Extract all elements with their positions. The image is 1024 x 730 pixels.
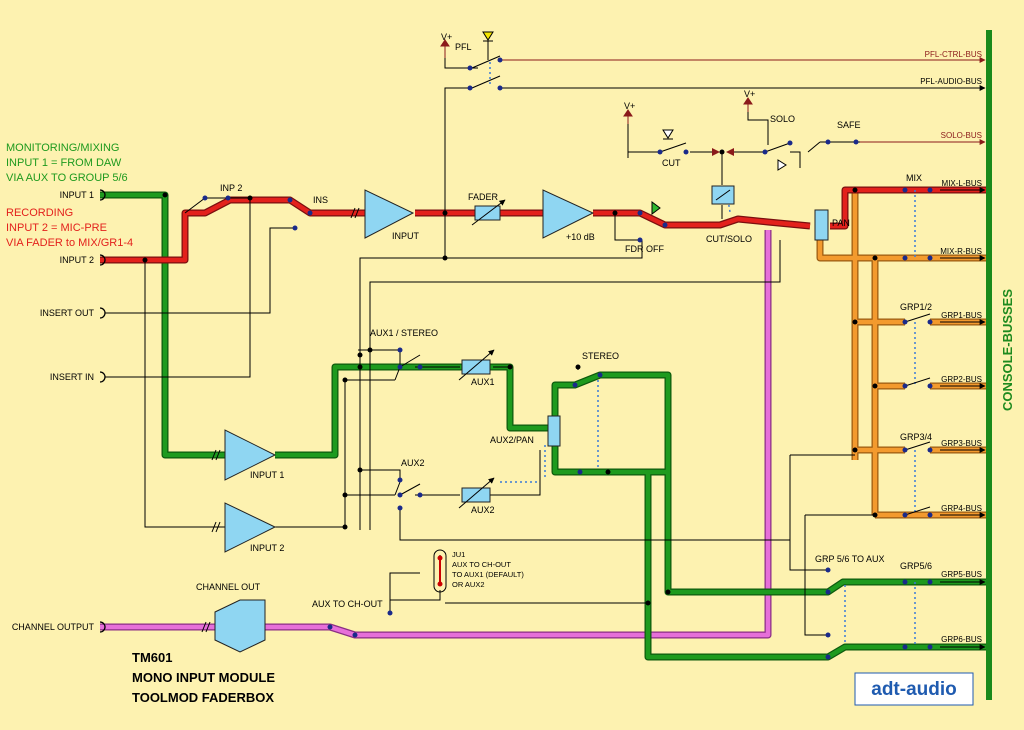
aux1-stereo-label: AUX1 / STEREO [370,328,438,338]
fader-pot [471,199,506,226]
channel-out-driver [214,599,266,653]
ju1-line4: OR AUX2 [452,580,485,589]
jack-channel-output-label: CHANNEL OUTPUT [12,622,95,632]
aux1-pot [458,349,495,381]
title-line3: TOOLMOD FADERBOX [132,690,274,705]
adt-audio-logo: adt-audio [854,672,974,706]
aux2-pan-pot [547,415,561,447]
gain-amplifier [542,189,595,239]
console-busses-label: CONSOLE-BUSSES [1000,289,1015,411]
jack-insert-out-label: INSERT OUT [40,308,95,318]
amp-input2-label: INPUT 2 [250,543,284,553]
cut-led-icon [662,129,674,140]
mix-label: MIX [906,173,922,183]
cut-solo-relay [711,185,735,205]
monitoring-note-line3: VIA AUX TO GROUP 5/6 [6,172,128,184]
recording-note-line2: INPUT 2 = MIC-PRE [6,222,107,234]
fader-label: FADER [468,192,499,202]
pfl-label: PFL [455,42,472,52]
thin-wiring [105,55,875,636]
input-amp-label: INPUT [392,231,420,241]
stereo-label: STEREO [582,351,619,361]
ju1-jumper [433,549,447,593]
bus-mix-l: MIX-L-BUS [942,179,982,188]
cut-solo-label: CUT/SOLO [706,234,752,244]
vplus-label-solo: V+ [744,89,755,99]
bus-grp3: GRP3-BUS [941,439,982,448]
amp-input1-label: INPUT 1 [250,470,284,480]
logo-text: adt-audio [871,679,957,700]
bus-grp4: GRP4-BUS [941,504,982,513]
jack-input2-label: INPUT 2 [60,255,94,265]
bus-grp1: GRP1-BUS [941,311,982,320]
bus-grp2: GRP2-BUS [941,375,982,384]
recording-note-line3: VIA FADER to MIX/GR1-4 [6,237,133,249]
pan-pot [814,209,829,241]
jack-connectors [99,189,106,633]
bus-grp6: GRP6-BUS [941,635,982,644]
vplus-label-cut: V+ [624,101,635,111]
title-line1: TM601 [132,650,172,665]
cut-label: CUT [662,158,681,168]
ju1-line2: AUX TO CH-OUT [452,560,511,569]
aux2-pot [458,477,495,509]
solo-led-icon [777,159,787,171]
pfl-led-icon [482,31,494,60]
grp56-to-aux-label: GRP 5/6 TO AUX [815,554,885,564]
jack-input1-label: INPUT 1 [60,190,94,200]
grp34-label: GRP3/4 [900,432,932,442]
green-led-icon [651,201,661,215]
input-amplifier [364,189,415,239]
bus-lines [500,57,986,650]
safe-label: SAFE [837,120,861,130]
aux2-pan-label: AUX2/PAN [490,435,534,445]
recording-note: RECORDING INPUT 2 = MIC-PRE VIA FADER to… [6,207,133,249]
aux-to-ch-out-label: AUX TO CH-OUT [312,599,383,609]
pan-label: PAN [832,218,850,228]
recording-note-line1: RECORDING [6,207,73,219]
console-bus-bar [986,30,992,700]
vplus-arrows [440,39,753,124]
aux1-label: AUX1 [471,377,495,387]
ins-label: INS [313,195,328,205]
monitoring-note-line1: MONITORING/MIXING [6,142,119,154]
contact-dots [202,57,933,660]
inp2-label: INP 2 [220,183,242,193]
bus-solo: SOLO-BUS [941,131,982,140]
monitoring-note: MONITORING/MIXING INPUT 1 = FROM DAW VIA… [6,142,128,184]
bus-pfl-ctrl: PFL-CTRL-BUS [925,50,982,59]
jack-insert-in-label: INSERT IN [50,372,94,382]
bus-pfl-audio: PFL-AUDIO-BUS [920,77,982,86]
monitoring-note-line2: INPUT 1 = FROM DAW [6,157,122,169]
ju1-line1: JU1 [452,550,465,559]
ju1-line3: TO AUX1 (DEFAULT) [452,570,524,579]
gain-label: +10 dB [566,232,595,242]
orange-path [816,190,990,519]
title-line2: MONO INPUT MODULE [132,670,275,685]
input2-amplifier [224,502,277,553]
grp56-label: GRP5/6 [900,561,932,571]
bus-grp5: GRP5-BUS [941,570,982,579]
switches [399,55,931,516]
break-marks [201,207,360,633]
vplus-label-pfl: V+ [441,32,452,42]
aux2-label: AUX2 [471,505,495,515]
aux2-select-label: AUX2 [401,458,425,468]
grp12-label: GRP1/2 [900,302,932,312]
ju1-text: JU1 AUX TO CH-OUT TO AUX1 (DEFAULT) OR A… [452,550,524,589]
bus-mix-r: MIX-R-BUS [940,247,982,256]
solo-diodes [712,148,734,156]
gang-links [489,62,916,647]
junction-dots [142,149,878,606]
channel-out-label: CHANNEL OUT [196,582,261,592]
fdr-off-label: FDR OFF [625,244,664,254]
solo-label: SOLO [770,114,795,124]
input1-amplifier [224,429,277,481]
